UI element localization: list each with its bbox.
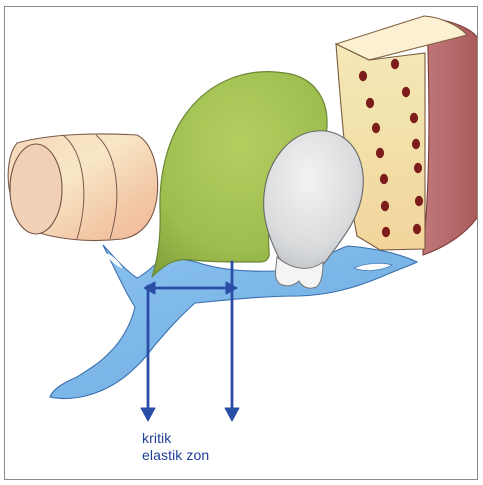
anatomy-diagram (5, 7, 478, 480)
dotted-box-side (423, 17, 478, 255)
critical-label: kritik (142, 430, 171, 447)
elastic-zone-label: elastik zon (142, 447, 209, 464)
diagram-frame: kritik elastik zon (4, 6, 478, 480)
peach-cylinder-end (10, 144, 62, 234)
